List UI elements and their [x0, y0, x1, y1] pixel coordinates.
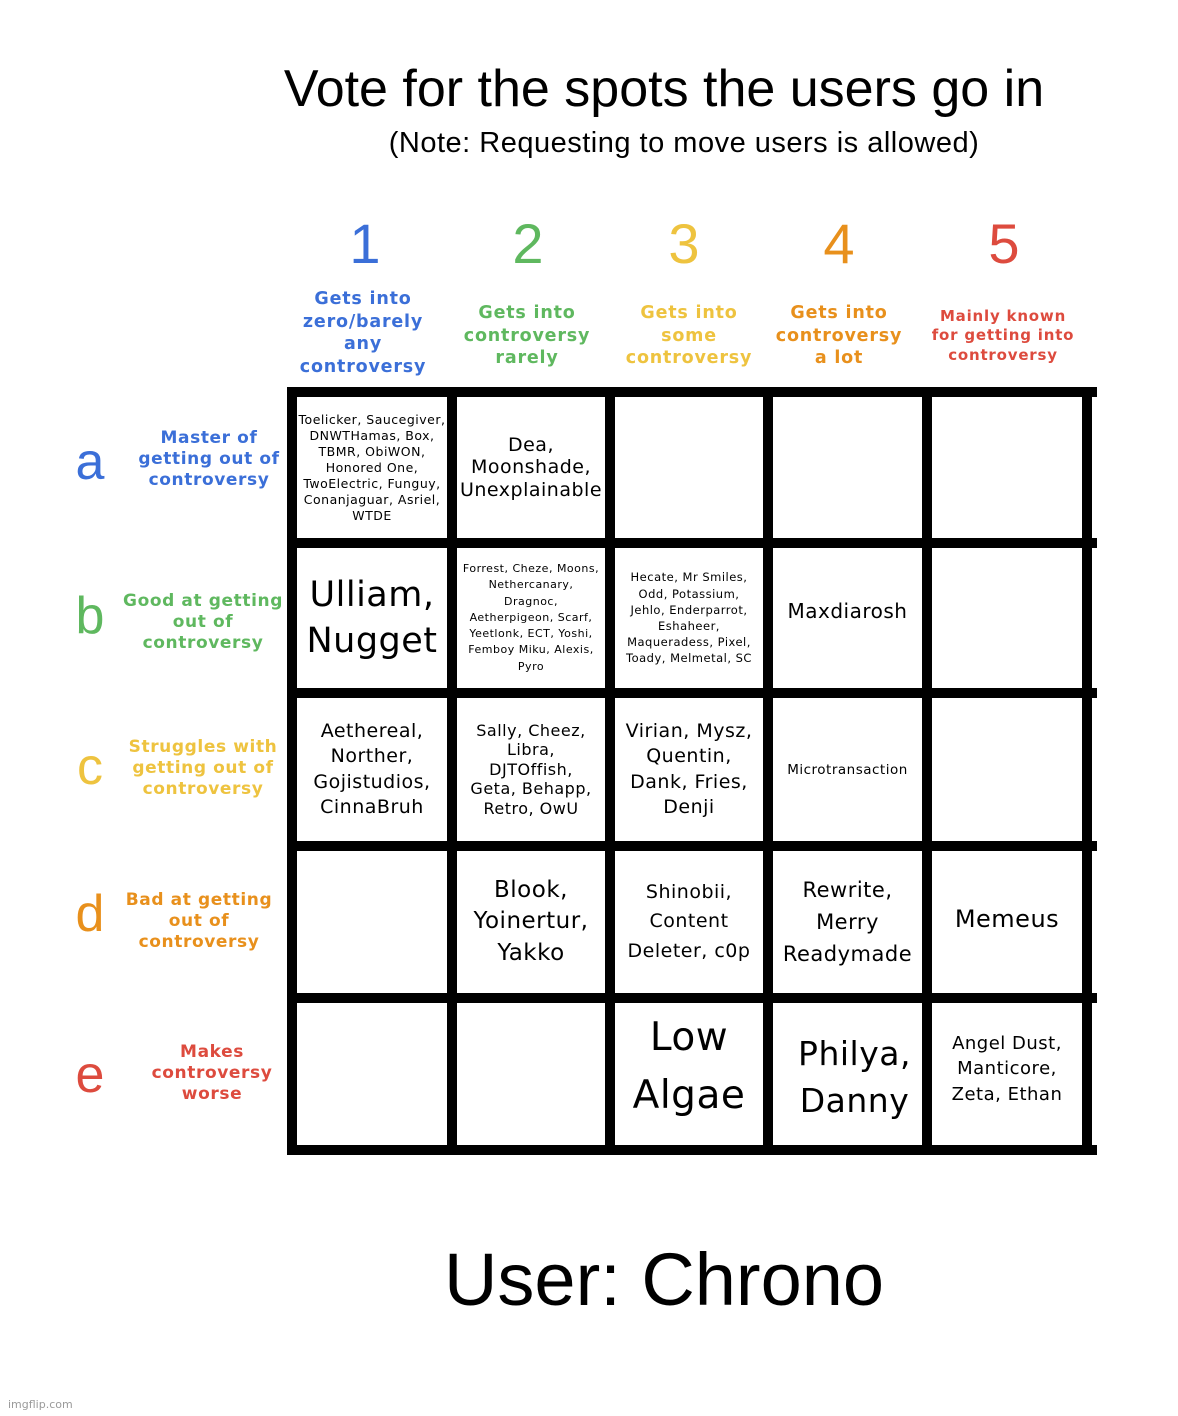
page-subtitle: (Note: Requesting to move users is allow… [388, 127, 980, 159]
column-desc-2: Gets into controversy rarely [463, 303, 591, 369]
column-number-1: 1 [349, 212, 381, 275]
column-desc-1: Gets into zero/barely any controversy [299, 289, 427, 377]
cell-a5 [932, 397, 1082, 538]
row-letter-a: a [75, 433, 105, 491]
cell-e2 [457, 1003, 605, 1145]
cell-d1 [297, 851, 447, 993]
cell-c2: Sally, Cheez, Libra, DJTOffish, Geta, Be… [470, 720, 592, 818]
cell-c1: Aethereal, Norther, Gojistudios, CinnaBr… [313, 719, 431, 819]
row-desc-c: Struggles with getting out of controvers… [128, 736, 278, 799]
row-letter-b: b [75, 587, 105, 645]
cell-b2: Forrest, Cheze, Moons, Nethercanary, Dra… [462, 562, 600, 673]
cell-b3: Hecate, Mr Smiles, Odd, Potassium, Jehlo… [626, 570, 752, 666]
column-number-3: 3 [668, 212, 700, 275]
cell-e4: Philya, Danny [798, 1034, 911, 1120]
column-number-2: 2 [512, 212, 544, 275]
row-desc-e: Makes controversy worse [151, 1041, 273, 1104]
user-label: User: Chrono [443, 1238, 885, 1321]
row-desc-a: Master of getting out of controversy [138, 427, 280, 490]
row-desc-d: Bad at getting out of controversy [125, 889, 273, 952]
cell-e5: Angel Dust, Manticore, Zeta, Ethan [951, 1032, 1063, 1105]
cell-d4: Rewrite, Merry Readymade [782, 878, 913, 966]
cell-c4: Microtransaction [787, 761, 908, 778]
row-letter-c: c [77, 738, 103, 796]
cell-e1 [297, 1003, 447, 1145]
column-number-4: 4 [823, 212, 855, 275]
cell-d5: Memeus [954, 905, 1060, 933]
watermark: imgflip.com [8, 1398, 73, 1411]
cell-c3: Virian, Mysz, Quentin, Dank, Fries, Denj… [625, 719, 753, 819]
column-desc-4: Gets into controversy a lot [775, 303, 903, 369]
tier-grid: Toelicker, Saucegiver, DNWTHamas, Box, T… [287, 387, 1097, 1155]
grid-lines [287, 387, 1097, 1155]
cell-b4: Maxdiarosh [787, 599, 908, 623]
row-letter-d: d [75, 885, 105, 943]
cell-e3: Low Algae [632, 1015, 746, 1118]
cell-b1: Ulliam, Nugget [306, 575, 438, 661]
cell-b5 [932, 548, 1082, 688]
cell-a2: Dea, Moonshade, Unexplainable [459, 433, 603, 501]
cell-d3: Shinobii, Content Deleter, c0p [627, 880, 751, 962]
column-desc-3: Gets into some controversy [625, 303, 753, 369]
column-desc-5: Mainly known for getting into controvers… [931, 306, 1075, 364]
row-desc-b: Good at getting out of controversy [123, 590, 283, 653]
cell-d2: Blook, Yoinertur, Yakko [473, 876, 589, 966]
cell-a1: Toelicker, Saucegiver, DNWTHamas, Box, T… [298, 411, 446, 523]
page-title: Vote for the spots the users go in [283, 60, 1045, 118]
row-letter-e: e [75, 1046, 105, 1104]
cell-a3 [615, 397, 763, 538]
cell-c5 [932, 698, 1082, 841]
cell-a4 [773, 397, 922, 538]
column-number-5: 5 [988, 212, 1020, 275]
